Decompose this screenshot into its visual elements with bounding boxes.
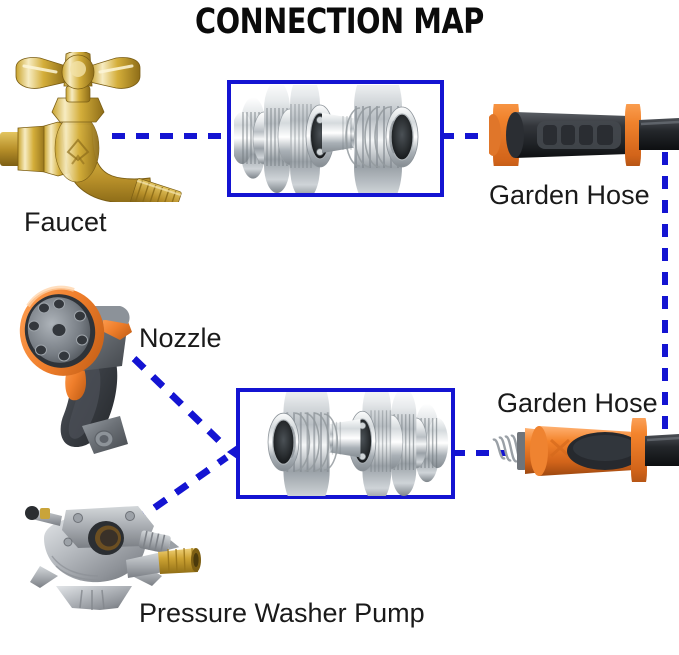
- connector-coupler-top-to-hose-top: [441, 133, 494, 139]
- label-faucet: Faucet: [24, 207, 107, 237]
- faucet-illustration: [0, 52, 185, 202]
- highlight-box-top-coupler: [227, 80, 444, 197]
- label-garden-hose-bottom: Garden Hose: [497, 388, 658, 418]
- label-garden-hose-top: Garden Hose: [489, 180, 650, 210]
- garden-hose-bottom-illustration: [487, 418, 679, 482]
- coupler-pair-bottom-illustration: [245, 392, 449, 496]
- connector-coupler-bottom-to-hose-bottom: [452, 450, 506, 456]
- label-pressure-washer-pump: Pressure Washer Pump: [139, 598, 425, 628]
- page-title: CONNECTION MAP: [195, 2, 484, 42]
- nozzle-illustration: [16, 276, 166, 454]
- pressure-washer-pump-illustration: [22, 490, 202, 612]
- label-nozzle: Nozzle: [139, 323, 222, 353]
- highlight-box-bottom-coupler: [236, 388, 455, 499]
- connector-faucet-to-coupler-top: [112, 133, 229, 139]
- garden-hose-top-illustration: [489, 104, 679, 166]
- connector-hose-top-to-hose-bottom: [662, 152, 668, 462]
- coupler-pair-top-illustration: [234, 85, 438, 193]
